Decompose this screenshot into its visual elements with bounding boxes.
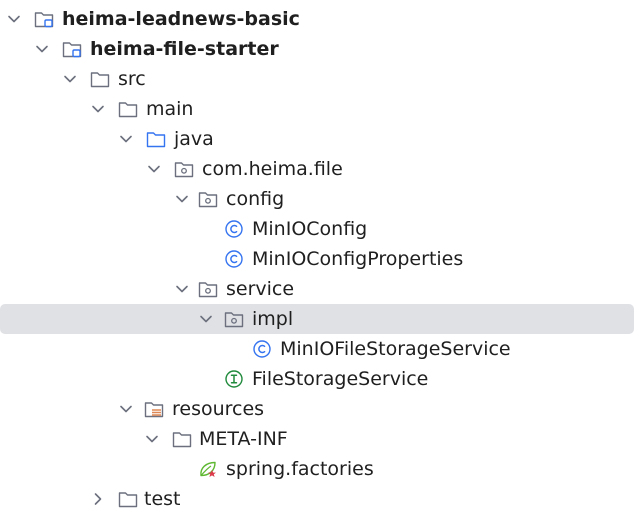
chevron-right-icon[interactable] xyxy=(90,491,106,507)
chevron-down-icon[interactable] xyxy=(118,131,134,147)
package-icon xyxy=(198,192,218,208)
tree-row-minioconfigproperties[interactable]: MinIOConfigProperties xyxy=(0,244,634,274)
tree-item-label: heima-leadnews-basic xyxy=(62,8,300,30)
chevron-down-icon[interactable] xyxy=(34,41,50,57)
package-icon xyxy=(174,162,194,178)
tree-row-service[interactable]: service xyxy=(0,274,634,304)
tree-row-test[interactable]: test xyxy=(0,484,634,514)
class-icon xyxy=(225,220,243,238)
tree-item-label: com.heima.file xyxy=(202,158,343,180)
tree-row-heima-leadnews-basic[interactable]: heima-leadnews-basic xyxy=(0,4,634,34)
tree-item-label: spring.factories xyxy=(226,458,374,480)
project-tree: heima-leadnews-basic heima-file-starter … xyxy=(0,4,634,510)
tree-item-label: src xyxy=(118,68,146,90)
chevron-down-icon[interactable] xyxy=(198,311,214,327)
tree-row-src[interactable]: src xyxy=(0,64,634,94)
tree-item-label: resources xyxy=(172,398,265,420)
tree-item-label: FileStorageService xyxy=(252,368,429,390)
tree-item-label: test xyxy=(144,488,181,510)
class-icon xyxy=(225,250,243,268)
folder-icon xyxy=(90,72,110,88)
folder-icon xyxy=(172,432,192,448)
chevron-down-icon[interactable] xyxy=(146,161,162,177)
tree-row-config[interactable]: config xyxy=(0,184,634,214)
chevron-down-icon[interactable] xyxy=(174,191,190,207)
tree-row-meta-inf[interactable]: META-INF xyxy=(0,424,634,454)
tree-item-label: service xyxy=(226,278,295,300)
folder-icon xyxy=(118,102,138,118)
chevron-down-icon[interactable] xyxy=(90,101,106,117)
package-icon xyxy=(198,282,218,298)
tree-item-label: MinIOFileStorageService xyxy=(280,338,511,360)
module-folder-icon xyxy=(62,42,82,58)
tree-row-com-heima-file[interactable]: com.heima.file xyxy=(0,154,634,184)
tree-row-java[interactable]: java xyxy=(0,124,634,154)
tree-item-label: impl xyxy=(252,308,294,330)
chevron-down-icon[interactable] xyxy=(144,431,160,447)
chevron-down-icon[interactable] xyxy=(62,71,78,87)
tree-row-impl[interactable]: impl xyxy=(0,304,634,334)
tree-item-label: MinIOConfigProperties xyxy=(252,248,464,270)
module-folder-icon xyxy=(34,12,54,28)
source-folder-icon xyxy=(146,132,166,148)
tree-row-main[interactable]: main xyxy=(0,94,634,124)
tree-row-miniofilestorageservice[interactable]: MinIOFileStorageService xyxy=(0,334,634,364)
tree-item-label: config xyxy=(226,188,285,210)
tree-item-label: META-INF xyxy=(199,428,288,450)
tree-row-minioconfig[interactable]: MinIOConfig xyxy=(0,214,634,244)
tree-item-label: MinIOConfig xyxy=(252,218,368,240)
tree-row-filestorageservice[interactable]: FileStorageService xyxy=(0,364,634,394)
tree-item-label: main xyxy=(146,98,194,120)
tree-row-resources[interactable]: resources xyxy=(0,394,634,424)
folder-icon xyxy=(118,492,138,508)
chevron-down-icon[interactable] xyxy=(6,11,22,27)
tree-item-label: heima-file-starter xyxy=(90,38,279,60)
spring-factories-icon xyxy=(200,461,216,477)
tree-item-label: java xyxy=(174,128,214,150)
chevron-down-icon[interactable] xyxy=(174,281,190,297)
tree-row-heima-file-starter[interactable]: heima-file-starter xyxy=(0,34,634,64)
resources-folder-icon xyxy=(144,402,164,418)
class-icon xyxy=(253,340,271,358)
package-icon xyxy=(224,312,244,328)
tree-row-spring-factories[interactable]: spring.factories xyxy=(0,454,634,484)
chevron-down-icon[interactable] xyxy=(118,401,134,417)
interface-icon xyxy=(225,370,243,388)
